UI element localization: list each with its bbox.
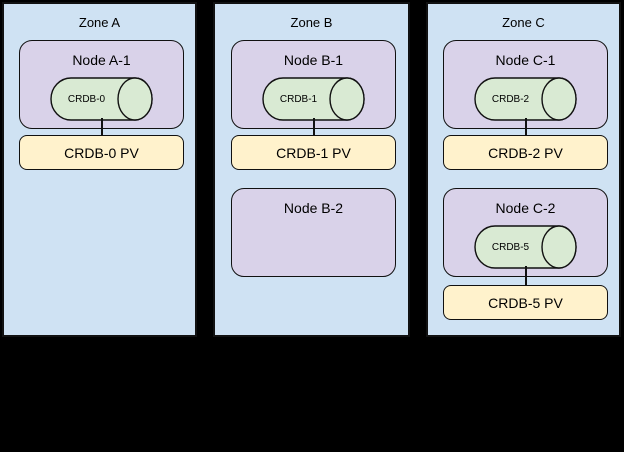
connector-node-c1-pv [524, 118, 527, 136]
crdb-1-pv: CRDB-1 PV [231, 135, 396, 170]
connector-node-b1-pv [312, 118, 315, 136]
node-b1-label: Node B-1 [283, 52, 344, 68]
node-a1: Node A-1 CRDB-0 [19, 40, 184, 129]
node-c2-label: Node C-2 [495, 200, 556, 216]
node-b1: Node B-1 CRDB-1 [231, 40, 396, 129]
crdb-0-pv-label: CRDB-0 PV [64, 144, 139, 161]
crdb-1-pod-label: CRDB-1 [279, 93, 318, 105]
database-cylinder-icon [49, 77, 153, 121]
crdb-2-pv-label: CRDB-2 PV [488, 144, 563, 161]
connector-node-a1-pv [100, 118, 103, 136]
crdb-0-pv: CRDB-0 PV [19, 135, 184, 170]
node-c1-label: Node C-1 [495, 52, 556, 68]
database-cylinder-icon [261, 77, 365, 121]
node-b2-label: Node B-2 [283, 200, 344, 216]
database-cylinder-icon [473, 77, 577, 121]
crdb-2-pod-label: CRDB-2 [491, 93, 530, 105]
zone-c: Zone C Node C-1 CRDB-2 CRDB-2 PV Node C-… [426, 2, 621, 337]
database-cylinder-icon [473, 225, 577, 269]
crdb-1-pv-label: CRDB-1 PV [276, 144, 351, 161]
crdb-0-pod: CRDB-0 [49, 77, 154, 121]
node-c1: Node C-1 CRDB-2 [443, 40, 608, 129]
zone-b: Zone B Node B-1 CRDB-1 CRDB-1 PV Node B-… [213, 2, 410, 337]
node-a1-label: Node A-1 [72, 52, 131, 68]
crdb-5-pv-label: CRDB-5 PV [488, 294, 563, 311]
crdb-5-pod-label: CRDB-5 [491, 241, 530, 253]
node-c2: Node C-2 CRDB-5 [443, 188, 608, 277]
crdb-5-pod: CRDB-5 [473, 225, 578, 269]
crdb-5-pv: CRDB-5 PV [443, 285, 608, 320]
zone-b-label: Zone B [290, 15, 333, 30]
zone-c-label: Zone C [502, 15, 545, 30]
crdb-2-pod: CRDB-2 [473, 77, 578, 121]
node-b2: Node B-2 [231, 188, 396, 277]
crdb-1-pod: CRDB-1 [261, 77, 366, 121]
zone-a: Zone A Node A-1 CRDB-0 CRDB-0 PV [2, 2, 197, 337]
connector-node-c2-pv [524, 266, 527, 286]
crdb-0-pod-label: CRDB-0 [67, 93, 106, 105]
zone-a-label: Zone A [78, 15, 121, 30]
crdb-2-pv: CRDB-2 PV [443, 135, 608, 170]
